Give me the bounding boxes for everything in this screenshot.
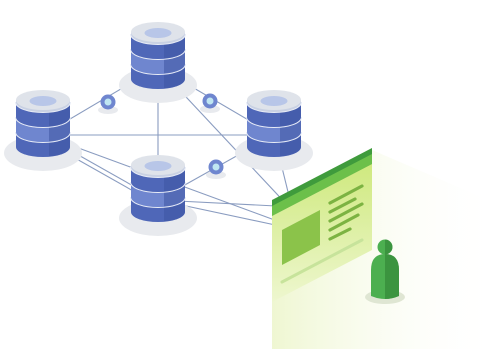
node-group (98, 93, 226, 179)
database-center (119, 155, 197, 236)
person-head-shade (385, 239, 393, 255)
database-top-inset (29, 96, 57, 106)
screen-text-lines (328, 184, 364, 241)
node-core (212, 163, 220, 171)
screen-face (272, 164, 372, 302)
node-center (206, 159, 226, 179)
person-body-shade (385, 254, 399, 299)
user-figure (365, 239, 405, 304)
screen-image-block (282, 210, 320, 265)
node-core (104, 98, 112, 106)
node-left (98, 94, 118, 114)
node-shadow (200, 105, 220, 113)
node-core (206, 97, 214, 105)
screen-header-bar (272, 154, 372, 216)
node-shadow (206, 171, 226, 179)
database-top (119, 22, 197, 103)
database-top-inset (260, 96, 288, 106)
web-page-screen (272, 148, 372, 302)
database-right (235, 90, 313, 171)
database-top-inset (144, 161, 172, 171)
screen-footer-line (280, 238, 364, 284)
database-top-inset (144, 28, 172, 38)
database-left (4, 90, 82, 171)
node-shadow (98, 106, 118, 114)
database-group (4, 22, 313, 236)
node-right (200, 93, 220, 113)
